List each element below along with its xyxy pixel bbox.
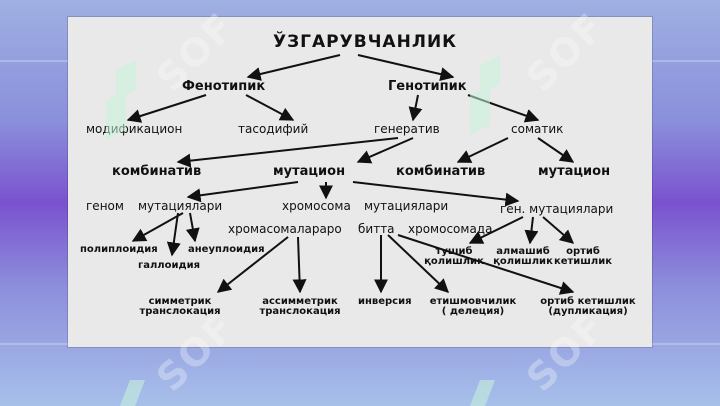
node-deletsiya: етишмовчилик( делеция) [429, 296, 517, 317]
node-galloidiya: галлоидия [138, 260, 201, 271]
node-genom-mutatsiyalari: мутациялари [138, 199, 223, 213]
node-mutatsion-center: мутацион [273, 164, 346, 179]
node-genom: геном [86, 199, 124, 213]
node-gen-mutatsiyalari: ген. мутациялари [500, 202, 614, 216]
node-poliploidiya: полиплоидия [80, 244, 158, 255]
watermark-logo-icon [120, 380, 145, 406]
node-kombinativ-left: комбинатив [112, 164, 202, 179]
node-somatik: соматик [511, 122, 564, 136]
node-xromosoma: хромосома [282, 199, 351, 213]
watermark-logo-icon [470, 380, 495, 406]
node-duplikatsiya: ортиб кетишлик(дупликация) [540, 296, 636, 317]
node-fenotipik: Фенотипик [182, 79, 266, 94]
node-inversiya: инверсия [358, 296, 412, 307]
node-tasodifiy: тасодифий [238, 122, 309, 136]
node-genotipik: Генотипик [388, 79, 467, 94]
node-mutatsion-right: мутацион [538, 164, 611, 179]
node-kombinativ-right: комбинатив [396, 164, 486, 179]
node-bitta: битта [358, 222, 395, 236]
diagram-arrows [126, 54, 575, 295]
node-xromosoma-mutatsiyalari: мутациялари [364, 199, 449, 213]
title-node: ЎЗГАРУВЧАНЛИК [273, 32, 458, 52]
node-xromosomada: хромосомада [408, 222, 493, 236]
node-modifikatsion: модификацион [86, 122, 183, 136]
node-aneuploidiya: анеуплоидия [188, 244, 265, 255]
node-generativ: генератив [374, 122, 440, 136]
node-xromosomalararo: хромасомалараро [228, 222, 342, 236]
diagram-panel: ЎЗГАРУВЧАНЛИК Фенотипик Генотипик модифи… [68, 17, 652, 347]
